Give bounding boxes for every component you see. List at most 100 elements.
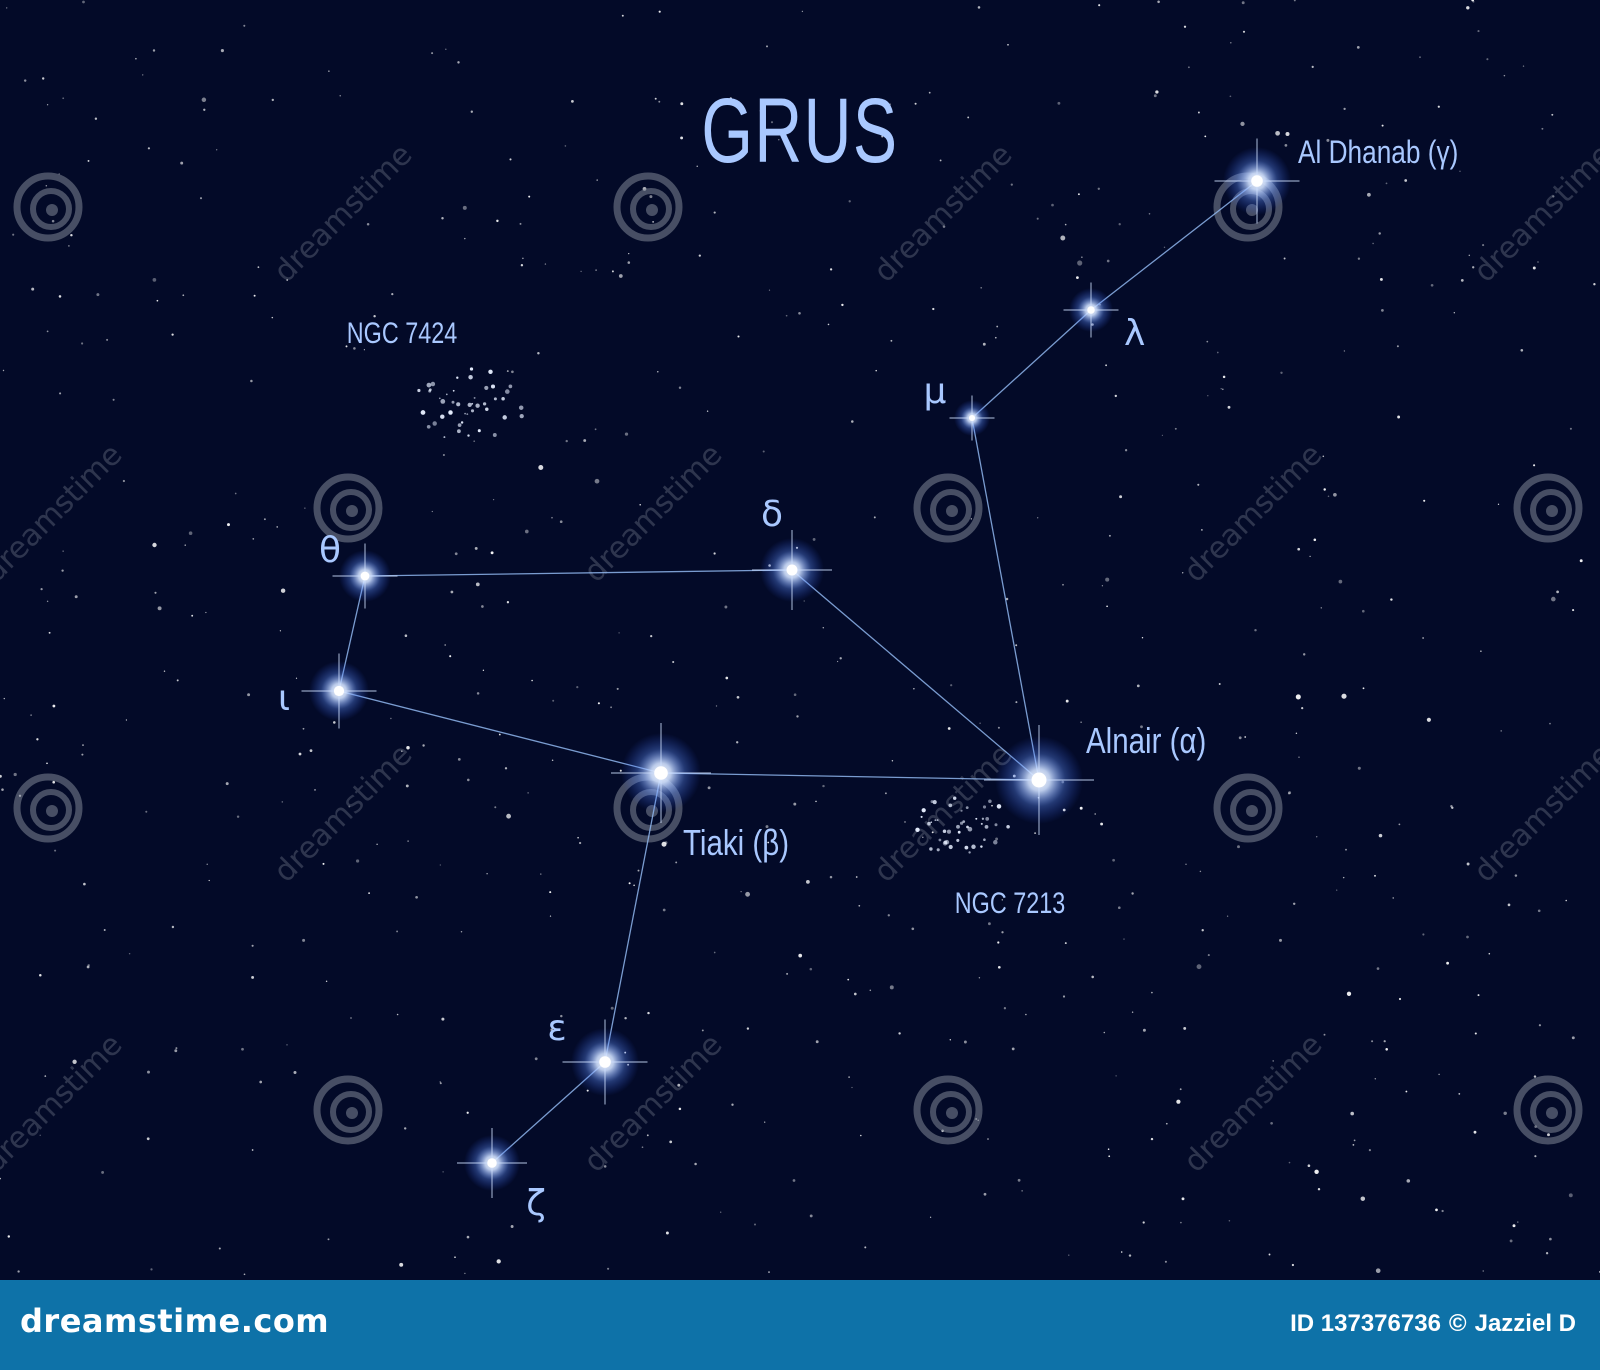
background-star (234, 492, 237, 495)
background-star (665, 1231, 669, 1235)
background-star (241, 1047, 244, 1051)
background-star (798, 953, 803, 958)
ngc7213-label: NGC 7213 (955, 886, 1066, 919)
background-star (31, 287, 35, 291)
background-star (103, 929, 106, 931)
background-star (1297, 547, 1301, 551)
background-star (1284, 144, 1288, 147)
background-star (247, 693, 251, 697)
cluster-star (467, 434, 470, 437)
background-star (68, 245, 70, 247)
line-iota-beta (338, 690, 662, 774)
background-star (949, 1039, 951, 1041)
background-star (827, 323, 830, 326)
background-star (1165, 1122, 1168, 1125)
background-star (1307, 1164, 1311, 1168)
background-star (460, 931, 463, 933)
background-star (1534, 1155, 1537, 1158)
background-star (809, 1214, 813, 1218)
background-star (1390, 598, 1393, 601)
background-star (928, 91, 931, 94)
background-star (731, 1103, 734, 1106)
background-star (1001, 899, 1003, 901)
background-star (851, 1086, 853, 1089)
background-star (847, 978, 850, 981)
background-star (17, 1270, 20, 1273)
background-star (1346, 991, 1352, 996)
background-star (1398, 997, 1402, 1001)
background-star (400, 750, 403, 753)
cluster-star (485, 407, 489, 411)
background-star (1183, 25, 1187, 28)
background-star (988, 922, 991, 926)
background-star (881, 135, 884, 138)
watermark-spiral-icon (1513, 473, 1583, 543)
background-star (996, 325, 999, 328)
cluster-star (996, 804, 1002, 809)
background-star (669, 1140, 673, 1144)
background-star (551, 516, 553, 519)
background-star (1180, 1221, 1182, 1224)
background-star (252, 538, 255, 540)
background-star (1522, 65, 1525, 67)
background-star (363, 349, 365, 351)
background-star (1179, 1088, 1182, 1091)
background-star (457, 61, 460, 64)
background-star (607, 1267, 610, 1270)
background-star (348, 805, 351, 808)
background-star (1001, 931, 1004, 934)
watermark-id: ID 137376736 (1290, 1310, 1441, 1337)
cluster-star (994, 823, 998, 827)
background-star (112, 398, 115, 401)
background-star (911, 927, 915, 931)
background-star (841, 303, 844, 307)
background-star (898, 1032, 901, 1035)
watermark-spiral-icon (1513, 1075, 1583, 1145)
background-star (147, 1070, 150, 1074)
background-star (464, 237, 466, 240)
background-star (1441, 1209, 1444, 1213)
background-star (0, 1177, 1, 1180)
background-star (48, 631, 51, 634)
background-star (1362, 687, 1365, 690)
background-star (82, 744, 84, 746)
background-star (1341, 693, 1347, 699)
background-star (796, 715, 799, 718)
background-star (1569, 427, 1572, 430)
background-star (39, 974, 42, 977)
background-star (528, 195, 531, 198)
background-star (431, 510, 433, 513)
background-star (829, 875, 833, 879)
cluster-star (466, 413, 469, 416)
background-star (250, 379, 253, 383)
background-star (637, 869, 640, 872)
background-star (1545, 1252, 1549, 1255)
cluster-star (451, 400, 455, 404)
background-star (464, 1272, 466, 1275)
background-star (1549, 1237, 1552, 1241)
background-star (1295, 694, 1301, 700)
background-star (407, 840, 409, 842)
background-star (314, 789, 316, 791)
background-star (1077, 193, 1080, 196)
background-star (1151, 991, 1153, 994)
background-star (94, 117, 98, 120)
background-star (1142, 1221, 1145, 1224)
background-star (467, 778, 470, 782)
background-star (627, 261, 631, 264)
background-star (42, 77, 45, 80)
background-star (150, 1268, 153, 1271)
background-star (929, 1216, 932, 1218)
background-star (887, 914, 890, 917)
line-theta-delta (364, 569, 793, 577)
background-star (1422, 637, 1424, 639)
background-star (624, 432, 629, 436)
background-star (552, 699, 555, 702)
cluster-star (957, 830, 961, 834)
cluster-star (956, 838, 960, 842)
background-star (725, 676, 729, 680)
background-star (74, 595, 78, 599)
background-star (1383, 1040, 1386, 1043)
background-star (1572, 609, 1575, 612)
